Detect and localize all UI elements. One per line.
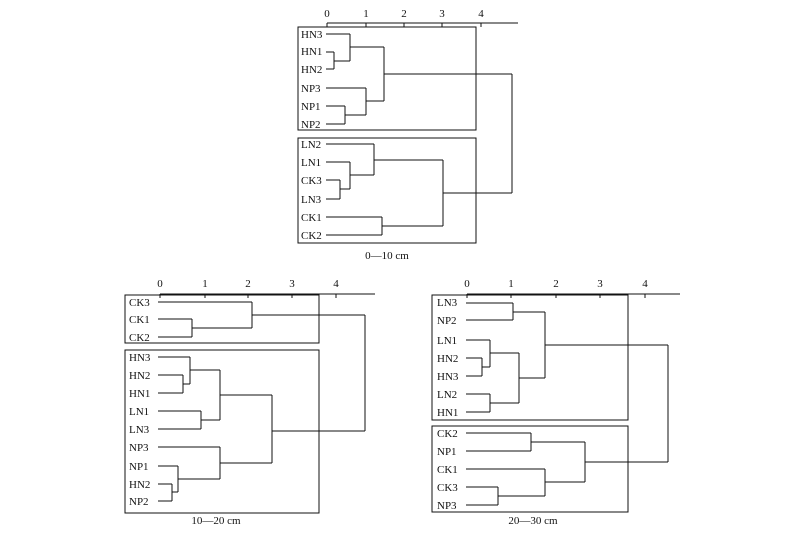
- leaf-label: HN1: [437, 407, 458, 419]
- leaf-label: CK3: [129, 297, 150, 309]
- axis-tick-label: 1: [202, 278, 208, 290]
- leaf-label: HN3: [301, 29, 323, 41]
- leaf-label: CK3: [301, 175, 322, 187]
- axis-tick-label: 3: [289, 278, 295, 290]
- leaf-label: CK2: [129, 332, 150, 344]
- panel-caption: 10—20 cm: [191, 515, 241, 527]
- panel-caption: 0—10 cm: [365, 250, 409, 262]
- leaf-label: HN1: [301, 46, 322, 58]
- leaf-label: NP2: [129, 496, 149, 508]
- leaf-label: HN3: [437, 371, 459, 383]
- axis-tick-label: 2: [245, 278, 251, 290]
- leaf-label: LN1: [129, 406, 149, 418]
- leaf-labels: LN3 NP2 LN1 HN2 HN3 LN2 HN1 CK2 NP1 CK1 …: [437, 297, 459, 512]
- leaf-label: LN2: [301, 139, 321, 151]
- leaf-label: HN3: [129, 352, 151, 364]
- axis-tick-label: 4: [478, 8, 484, 20]
- dendrogram-branches: [158, 301, 366, 502]
- leaf-label: LN3: [129, 424, 150, 436]
- leaf-label: CK1: [437, 464, 458, 476]
- panel-20-30cm: 0 1 2 3 4 LN3 NP2 LN1 HN2 HN3 LN2 HN1 CK…: [431, 278, 680, 527]
- panel-0-10cm: 0 1 2 3 4 HN3 HN1 HN2 NP3 NP1 NP2 LN2 LN…: [297, 8, 518, 262]
- leaf-label: CK2: [301, 230, 322, 242]
- dendrogram-branches: [466, 302, 669, 506]
- axis-tick-label: 0: [324, 8, 330, 20]
- panel-10-20cm: 0 1 2 3 4 CK3 CK1 CK2 HN3 HN2 HN1 LN1 LN…: [124, 278, 375, 527]
- leaf-label: HN1: [129, 388, 150, 400]
- leaf-labels: HN3 HN1 HN2 NP3 NP1 NP2 LN2 LN1 CK3 LN3 …: [301, 29, 323, 242]
- axis-tick-label: 0: [464, 278, 470, 290]
- leaf-label: CK2: [437, 428, 458, 440]
- axis-tick-label: 3: [597, 278, 603, 290]
- leaf-label: LN2: [437, 389, 457, 401]
- leaf-label: LN3: [301, 194, 322, 206]
- axis: 0 1 2 3 4: [324, 8, 518, 27]
- dendrogram-branches: [326, 33, 513, 236]
- axis-tick-label: 4: [333, 278, 339, 290]
- leaf-label: LN1: [301, 157, 321, 169]
- leaf-label: LN1: [437, 335, 457, 347]
- leaf-label: NP3: [301, 83, 321, 95]
- leaf-labels: CK3 CK1 CK2 HN3 HN2 HN1 LN1 LN3 NP3 NP1 …: [129, 297, 151, 508]
- axis-tick-label: 1: [363, 8, 369, 20]
- axis-tick-label: 0: [157, 278, 163, 290]
- axis-tick-label: 2: [553, 278, 559, 290]
- leaf-label: LN3: [437, 297, 458, 309]
- leaf-label: CK1: [129, 314, 150, 326]
- axis-tick-label: 4: [642, 278, 648, 290]
- leaf-label: CK3: [437, 482, 458, 494]
- panel-caption: 20—30 cm: [508, 515, 558, 527]
- leaf-label: NP2: [437, 315, 457, 327]
- leaf-label: HN2: [129, 370, 150, 382]
- axis-tick-label: 2: [401, 8, 407, 20]
- axis: 0 1 2 3 4: [157, 278, 375, 298]
- cluster-box: [297, 26, 477, 131]
- cluster-box: [124, 294, 320, 344]
- leaf-label: HN2: [437, 353, 458, 365]
- axis-tick-label: 1: [508, 278, 514, 290]
- cluster-box: [297, 137, 477, 244]
- leaf-label: NP1: [437, 446, 457, 458]
- cluster-box: [431, 425, 629, 513]
- leaf-label: NP1: [301, 101, 321, 113]
- leaf-label: NP1: [129, 461, 149, 473]
- leaf-label: NP3: [129, 442, 149, 454]
- axis-tick-label: 3: [439, 8, 445, 20]
- leaf-label: HN2: [301, 64, 322, 76]
- leaf-label: NP2: [301, 119, 321, 131]
- cluster-box: [431, 294, 629, 421]
- leaf-label: HN2: [129, 479, 150, 491]
- leaf-label: NP3: [437, 500, 457, 512]
- leaf-label: CK1: [301, 212, 322, 224]
